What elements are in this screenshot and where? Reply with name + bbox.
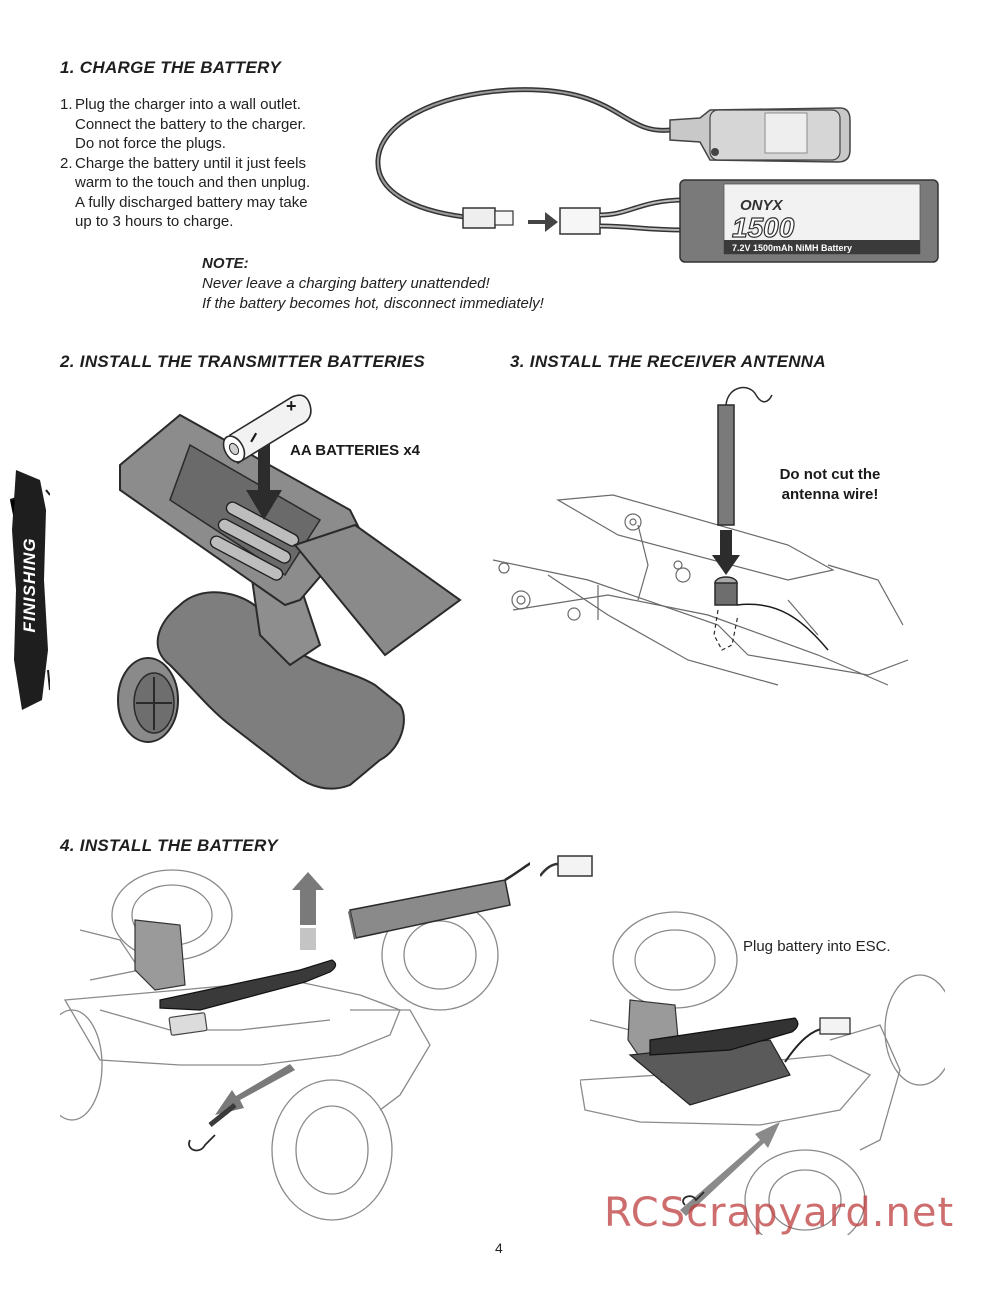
aa-batteries-callout: AA BATTERIES x4: [290, 442, 421, 459]
side-tab-brush-stroke: [10, 470, 50, 710]
battery-plug-top: [540, 855, 593, 877]
page-number: 4: [495, 1240, 503, 1256]
finishing-side-tab: FINISHING: [10, 470, 50, 710]
watermark: RCScrapyard.net: [604, 1190, 955, 1236]
section-title-antenna: 3. INSTALL THE RECEIVER ANTENNA: [510, 352, 826, 371]
antenna-tube: [717, 404, 735, 526]
battery-installed-illustration: [580, 911, 945, 1235]
aa-battery: + −: [222, 394, 312, 465]
transmitter-illustration: + −: [117, 394, 462, 790]
charge-step-1: 1. Plug the charger into a wall outlet. …: [60, 96, 306, 152]
charge-step-2: 2. Charge the battery until it just feel…: [60, 154, 311, 231]
charge-steps: 1. Plug the charger into a wall outlet. …: [60, 95, 360, 232]
battery-removal-illustration: [60, 861, 530, 1221]
battery-connector: [559, 197, 686, 235]
wall-charger: [669, 107, 851, 163]
side-tab-label: FINISHING: [20, 537, 39, 633]
charger-battery-illustration: ONYX 1500 7.2V 1500mAh NiMH Battery: [375, 87, 939, 263]
section-title-transmitter: 2. INSTALL THE TRANSMITTER BATTERIES: [60, 352, 425, 371]
plug-battery-callout: Plug battery into ESC.: [743, 938, 891, 955]
battery-pack: ONYX 1500 7.2V 1500mAh NiMH Battery: [679, 179, 939, 263]
charge-note: NOTE: Never leave a charging battery una…: [202, 255, 544, 312]
battery-spec: 7.2V 1500mAh NiMH Battery: [732, 243, 852, 253]
connect-arrow: [528, 212, 558, 232]
battery-brand: ONYX: [740, 197, 784, 214]
battery-pack-removed: [348, 861, 530, 940]
charger-connector: [462, 207, 514, 229]
section-title-charge: 1. CHARGE THE BATTERY: [60, 58, 282, 77]
receiver-antenna-illustration: [492, 386, 909, 686]
section-title-install-battery: 4. INSTALL THE BATTERY: [60, 836, 278, 855]
battery-plus-sign: +: [286, 396, 297, 416]
battery-capacity: 1500: [732, 212, 795, 243]
antenna-warning-callout: Do not cut the antenna wire!: [779, 466, 881, 503]
